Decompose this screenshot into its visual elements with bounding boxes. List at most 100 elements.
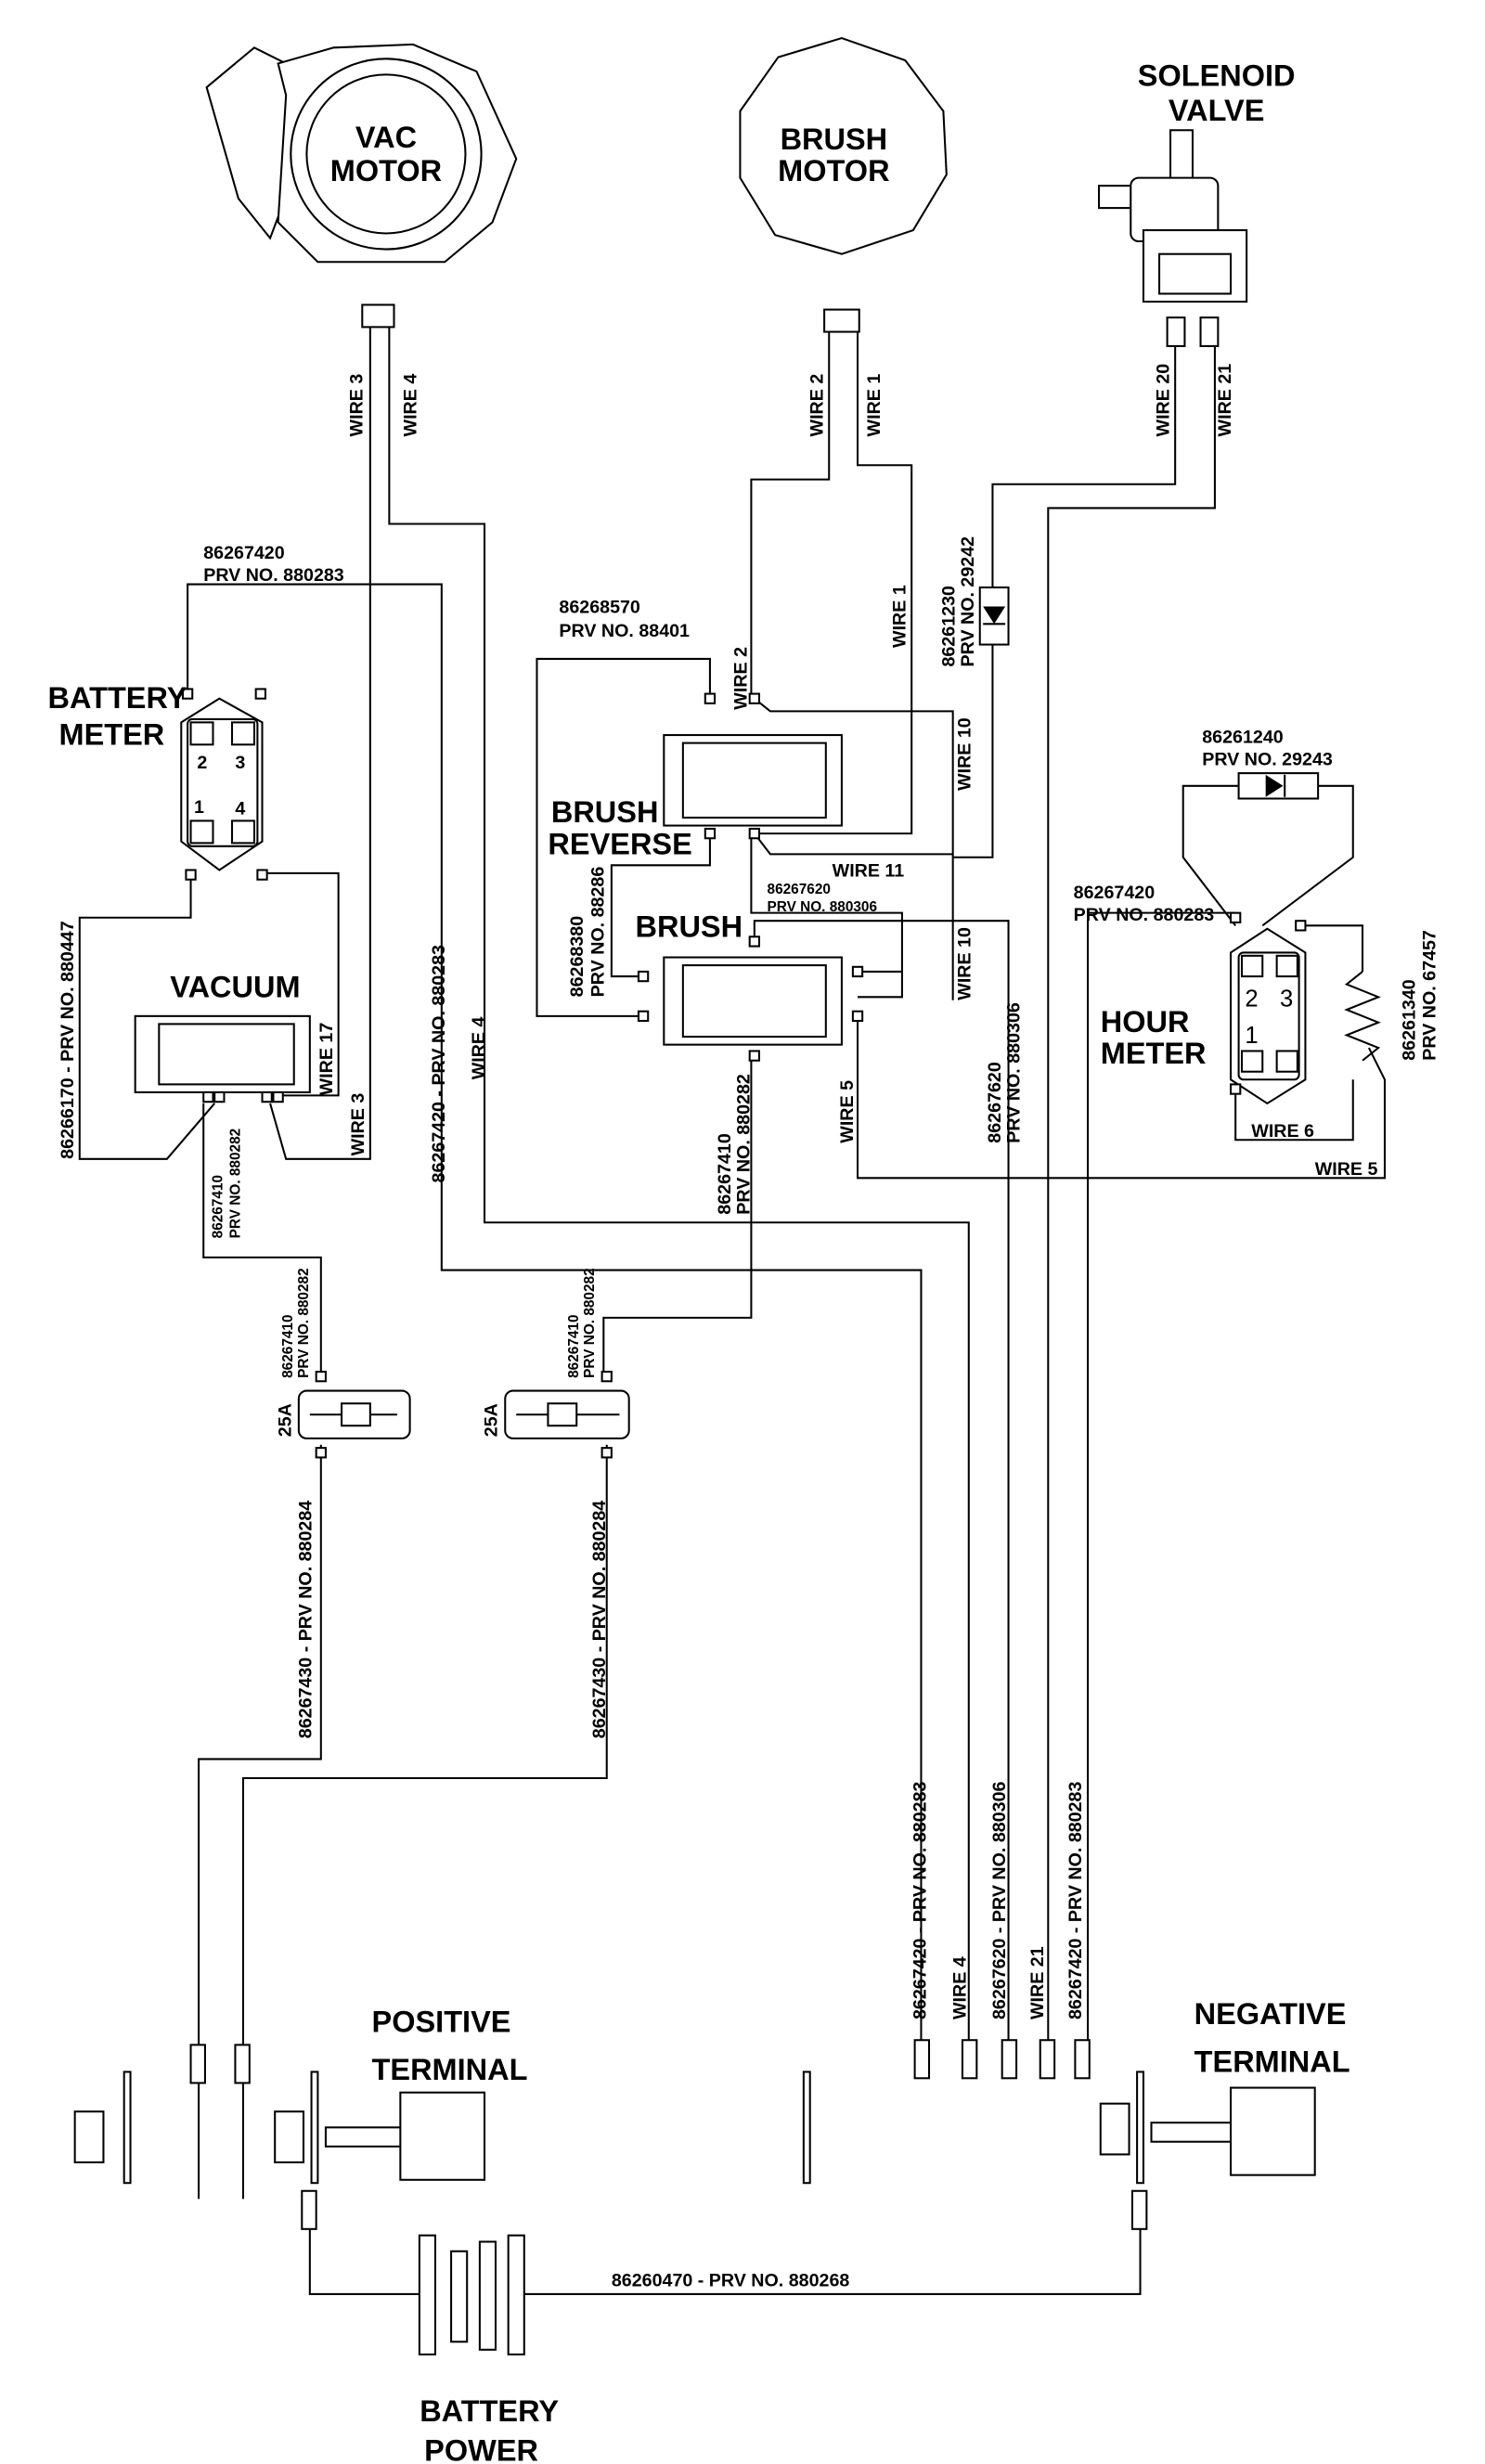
wire-label: WIRE 5 [1315, 1159, 1378, 1180]
wire-label: 86267410 [280, 1314, 296, 1377]
wire-label: 86268570 [559, 597, 640, 617]
battery-power: BATTERY POWER [418, 2234, 559, 2464]
wire-label: 86261340 [1399, 979, 1419, 1061]
wire-label: PRV NO. 88401 [559, 621, 690, 641]
wire-label: PRV NO. 29242 [958, 536, 978, 667]
wire-label: 86267620 [985, 1062, 1005, 1143]
battery-meter-label: METER [59, 717, 165, 751]
solenoid-label: SOLENOID [1138, 58, 1296, 92]
wire-label: 86267430 - PRV NO. 880284 [589, 1501, 610, 1739]
wire-label: 86260470 - PRV NO. 880268 [612, 2270, 850, 2290]
wire-label: WIRE 3 [348, 1093, 368, 1156]
brush-reverse-label: BRUSH [551, 795, 659, 829]
solenoid-label: VALVE [1169, 94, 1265, 127]
wire-label: 86267420 - PRV NO. 880283 [910, 1781, 931, 2019]
vac-motor-label: VAC [355, 121, 417, 154]
wire-label: WIRE 4 [469, 1016, 489, 1079]
battery-meter: 2 3 1 4 BATTERY METER [48, 681, 268, 881]
positive-terminal-label: POSITIVE [372, 2006, 511, 2039]
brush-motor-label: MOTOR [778, 154, 889, 187]
wire-label: WIRE 10 [954, 717, 975, 791]
wire-label: PRV NO. 880282 [734, 1074, 755, 1215]
vacuum-switch[interactable]: VACUUM [134, 970, 311, 1103]
pin-label: 4 [235, 799, 245, 819]
wire-label: PRV NO. 880306 [768, 899, 878, 915]
wire-label: WIRE 21 [1215, 364, 1235, 437]
battery-power-label: POWER [424, 2434, 538, 2464]
wire-label: 86267430 - PRV NO. 880284 [296, 1501, 316, 1739]
wire-label: PRV NO. 880282 [228, 1129, 244, 1239]
wire-label: WIRE 4 [400, 374, 420, 437]
wire-label: PRV NO. 880306 [1004, 1002, 1025, 1143]
brush-switch[interactable]: BRUSH [636, 909, 864, 1062]
brush-reverse-label: REVERSE [548, 827, 691, 860]
wire-label: WIRE 2 [730, 647, 751, 710]
wire-labels: WIRE 3 WIRE 4 WIRE 2 WIRE 1 WIRE 20 WIRE… [58, 364, 1440, 2291]
positive-terminal: POSITIVE TERMINAL [73, 2006, 528, 2230]
fuse-rating: 25A [275, 1403, 295, 1437]
wires [78, 327, 1387, 2295]
hour-meter: 2 3 1 HOUR METER [1101, 911, 1307, 1105]
negative-terminal-label: NEGATIVE [1194, 1997, 1347, 2031]
wire-label: PRV NO. 67457 [1420, 930, 1440, 1061]
negative-terminal-label: TERMINAL [1194, 2045, 1350, 2078]
battery-power-label: BATTERY [420, 2394, 559, 2428]
fuse-rating: 25A [482, 1403, 502, 1437]
wire-label: 86266170 - PRV NO. 880447 [58, 921, 78, 1159]
wire-label: 86267410 [715, 1133, 735, 1215]
pin-label: 3 [235, 753, 245, 773]
fuse-vacuum: 25A [275, 1371, 411, 1459]
wire-label: PRV NO. 880282 [582, 1268, 598, 1378]
wire-label: WIRE 17 [316, 1023, 337, 1096]
wire-label: 86267620 - PRV NO. 880306 [989, 1781, 1010, 2019]
battery-meter-label: BATTERY [48, 681, 187, 715]
wire-label: WIRE 6 [1251, 1121, 1314, 1142]
pin-label: 2 [197, 753, 207, 773]
fuse-brush: 25A [482, 1371, 630, 1459]
wire-label: 86267410 [566, 1314, 582, 1377]
solenoid-valve: SOLENOID VALVE [1098, 58, 1296, 347]
pin-label: 2 [1245, 987, 1258, 1013]
wire-label: 86267420 [203, 543, 285, 563]
wire-label: 86267410 [211, 1175, 226, 1238]
wire-label: 86267420 [1074, 883, 1156, 903]
brush-label: BRUSH [636, 909, 743, 943]
wire-label: 86267620 [768, 882, 831, 897]
diode-29242 [978, 586, 1010, 646]
pin-label: 1 [194, 797, 204, 818]
wire-label: WIRE 3 [346, 374, 367, 437]
wire-label: WIRE 20 [1153, 364, 1173, 437]
vac-motor: VAC MOTOR [205, 43, 518, 329]
wire-label: WIRE 4 [949, 1956, 970, 2019]
hour-meter-label: HOUR [1101, 1005, 1190, 1038]
wire-label: PRV NO. 88286 [588, 867, 608, 998]
wire-label: WIRE 2 [807, 374, 827, 437]
hour-meter-label: METER [1101, 1037, 1207, 1070]
negative-terminal: NEGATIVE TERMINAL [802, 1997, 1350, 2230]
connector [823, 308, 860, 333]
wire-label: PRV NO. 880282 [296, 1268, 312, 1378]
positive-terminal-label: TERMINAL [372, 2053, 528, 2086]
pin-label: 1 [1245, 1023, 1258, 1049]
wire-label: WIRE 1 [889, 585, 910, 648]
vacuum-label: VACUUM [170, 970, 300, 1003]
vac-motor-label: MOTOR [330, 154, 442, 187]
wire-label: 86268380 [567, 916, 588, 998]
wire-label: WIRE 1 [864, 374, 885, 437]
pin-label: 3 [1280, 987, 1293, 1013]
wire-label: 86261230 [938, 586, 959, 667]
wire-label: WIRE 21 [1027, 1946, 1048, 2019]
wire-label: PRV NO. 880283 [203, 565, 344, 586]
wire-label: 86267420 - PRV NO. 880283 [1065, 1781, 1086, 2019]
connector [361, 303, 395, 329]
brush-motor-label: BRUSH [781, 123, 888, 156]
diode-29243 [1237, 772, 1320, 800]
wire-label: PRV NO. 29243 [1202, 750, 1333, 770]
brush-reverse-switch[interactable]: BRUSH REVERSE [548, 692, 843, 861]
wire-label: 86267420 - PRV NO. 880283 [429, 945, 449, 1183]
wire-label: WIRE 5 [837, 1080, 858, 1143]
brush-motor: BRUSH MOTOR [739, 36, 948, 333]
wire-label: WIRE 10 [954, 927, 975, 1000]
wire-label: WIRE 11 [833, 860, 905, 881]
